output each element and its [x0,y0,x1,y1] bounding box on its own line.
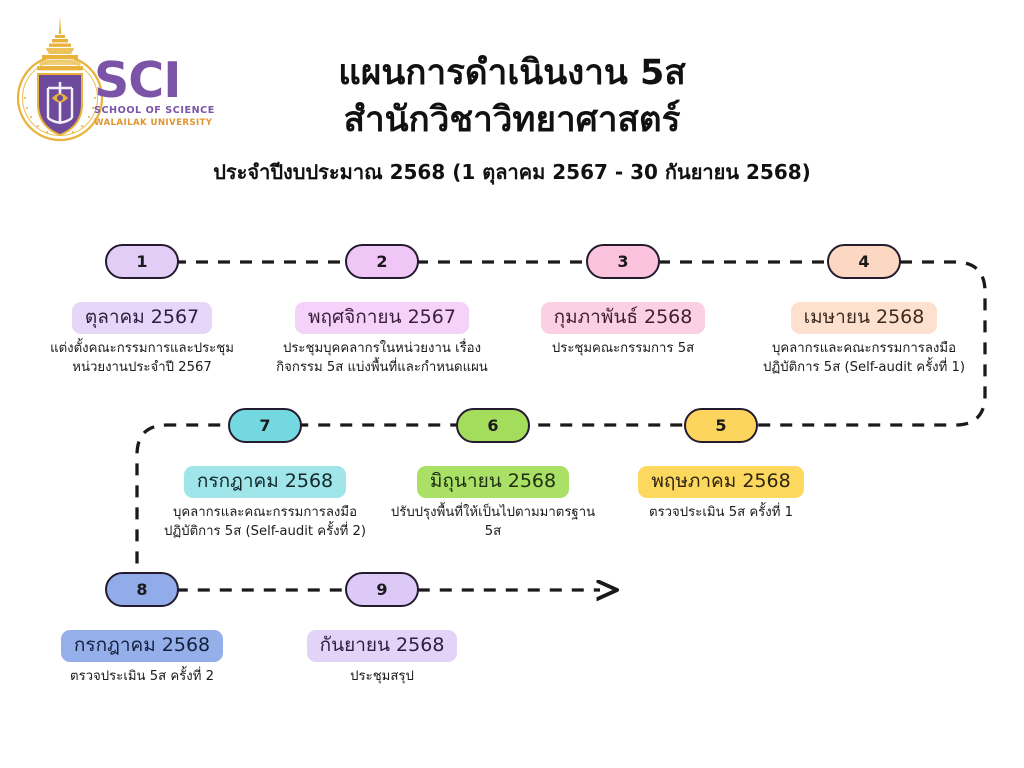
timeline-item-month-badge: ตุลาคม 2567 [71,302,213,335]
timeline-node-number: 4 [858,252,870,271]
timeline-node-number: 5 [715,416,727,435]
timeline-item-7: กรกฎาคม 2568 บุคลากรและคณะกรรมการลงมือปฏ… [157,466,373,542]
timeline-item-month-badge: มิถุนายน 2568 [416,466,570,499]
timeline-item-description: ตรวจประเมิน 5ส ครั้งที่ 1 [649,505,793,521]
logo-wordmark: SCI [94,52,181,109]
timeline-item-month-badge: พฤศจิกายน 2567 [295,302,469,335]
logo-subtitle-university: WALAILAK UNIVERSITY [94,118,213,129]
timeline-item-6: มิถุนายน 2568 ปรับปรุงพื้นที่ให้เป็นไปตา… [385,466,601,542]
timeline-node-2[interactable]: 2 [345,244,419,279]
timeline-item-description: บุคลากรและคณะกรรมการลงมือปฏิบัติการ 5ส (… [762,341,966,376]
timeline-item-month-badge: กุมภาพันธ์ 2568 [540,302,706,335]
timeline-item-4: เมษายน 2568 บุคลากรและคณะกรรมการลงมือปฏิ… [756,302,972,378]
timeline-item-2: พฤศจิกายน 2567 ประชุมบุคคลากรในหน่วยงาน … [274,302,490,378]
timeline-node-6[interactable]: 6 [456,408,530,443]
timeline-node-number: 7 [259,416,271,435]
timeline-node-5[interactable]: 5 [684,408,758,443]
timeline-item-month-badge: พฤษภาคม 2568 [638,466,804,499]
timeline-item-description: ตรวจประเมิน 5ส ครั้งที่ 2 [70,669,214,685]
timeline-item-3: กุมภาพันธ์ 2568 ประชุมคณะกรรมการ 5ส [515,302,731,359]
timeline-item-description: ประชุมสรุป [350,669,414,685]
timeline-item-5: พฤษภาคม 2568 ตรวจประเมิน 5ส ครั้งที่ 1 [613,466,829,523]
timeline-node-number: 6 [487,416,499,435]
timeline-item-description: ปรับปรุงพื้นที่ให้เป็นไปตามมาตรฐาน 5ส [390,505,596,540]
timeline-item-month-badge: กรกฎาคม 2568 [60,630,224,663]
timeline-item-description: บุคลากรและคณะกรรมการลงมือปฏิบัติการ 5ส (… [163,505,367,540]
timeline-item-month-badge: กรกฎาคม 2568 [183,466,347,499]
timeline-item-9: กันยายน 2568 ประชุมสรุป [274,630,490,687]
timeline-item-description: ประชุมคณะกรรมการ 5ส [551,341,695,357]
timeline-node-9[interactable]: 9 [345,572,419,607]
timeline-node-number: 3 [617,252,629,271]
timeline-node-1[interactable]: 1 [105,244,179,279]
timeline-node-number: 1 [136,252,148,271]
timeline-item-month-badge: กันยายน 2568 [306,630,458,663]
timeline-node-4[interactable]: 4 [827,244,901,279]
timeline-item-8: กรกฎาคม 2568 ตรวจประเมิน 5ส ครั้งที่ 2 [34,630,250,687]
logo-subtitle-school: SCHOOL OF SCIENCE [94,105,215,117]
timeline-node-8[interactable]: 8 [105,572,179,607]
timeline-item-description: ประชุมบุคคลากรในหน่วยงาน เรื่องกิจกรรม 5… [276,341,488,376]
timeline-node-number: 8 [136,580,148,599]
timeline-item-1: ตุลาคม 2567 แต่งตั้งคณะกรรมการและประชุมห… [34,302,250,378]
timeline-node-number: 9 [376,580,388,599]
timeline-item-description: แต่งตั้งคณะกรรมการและประชุมหน่วยงานประจำ… [50,341,234,376]
brand-logo: SCI SCHOOL OF SCIENCE WALAILAK UNIVERSIT… [10,14,215,146]
timeline-node-7[interactable]: 7 [228,408,302,443]
timeline-node-3[interactable]: 3 [586,244,660,279]
walailak-university-crest-icon [16,16,104,142]
timeline-node-number: 2 [376,252,388,271]
timeline-item-month-badge: เมษายน 2568 [790,302,938,335]
